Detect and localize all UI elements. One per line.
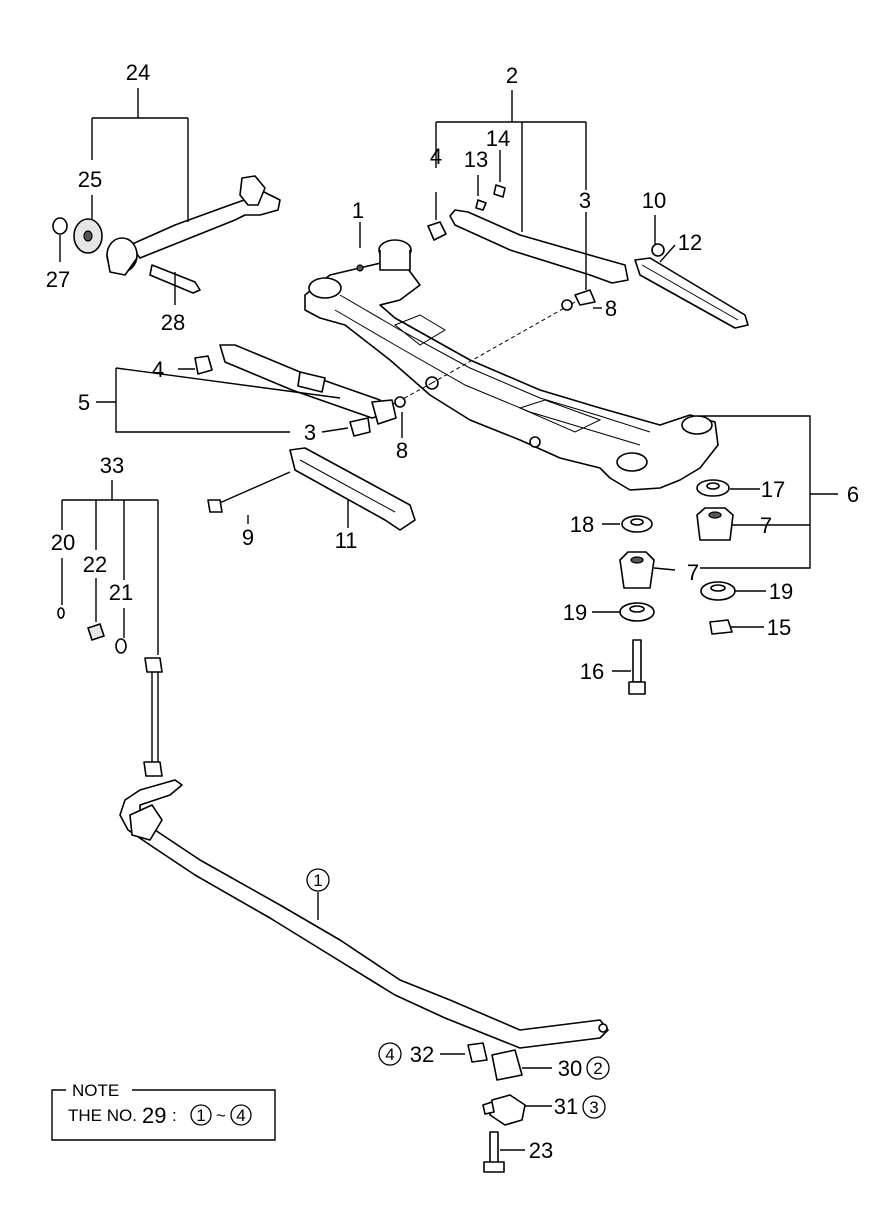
label-11: 11 <box>335 528 358 553</box>
label-25: 25 <box>78 167 102 192</box>
label-3-lower: 3 <box>304 420 316 445</box>
label-24: 24 <box>126 60 150 85</box>
label-33: 33 <box>100 453 124 478</box>
label-16: 16 <box>580 659 604 684</box>
note-colon: : <box>172 1106 177 1125</box>
link-11 <box>207 447 416 531</box>
leader-lines <box>59 88 838 1151</box>
label-7-left: 7 <box>687 560 699 585</box>
label-15: 15 <box>767 615 791 640</box>
circled-label-1: 1 <box>313 871 322 890</box>
link-5 <box>194 344 406 437</box>
label-22: 22 <box>83 552 107 577</box>
label-8-upper: 8 <box>605 296 617 321</box>
note-box: NOTE THE NO. 29 : 1 ~ 4 <box>51 1081 276 1141</box>
label-19-right: 19 <box>769 579 793 604</box>
label-12: 12 <box>678 230 702 255</box>
note-prefix: THE NO. <box>68 1106 137 1125</box>
label-14: 14 <box>486 126 510 151</box>
label-8-lower: 8 <box>396 438 408 463</box>
note-tilde: ~ <box>216 1106 226 1125</box>
label-23: 23 <box>529 1138 553 1163</box>
note-number: 29 <box>142 1103 166 1128</box>
circled-label-2: 2 <box>593 1059 602 1078</box>
label-30: 30 <box>558 1056 582 1081</box>
label-2: 2 <box>506 63 518 88</box>
note-to: 4 <box>236 1106 245 1125</box>
stabilizer-bar <box>119 779 609 1049</box>
part-labels: 24 25 27 28 2 4 13 14 3 10 12 8 1 4 5 3 … <box>46 60 859 1163</box>
mount-bushings <box>619 479 736 695</box>
label-1: 1 <box>352 198 364 223</box>
label-20: 20 <box>51 530 75 555</box>
label-13: 13 <box>464 147 488 172</box>
label-4-lower: 4 <box>152 357 164 382</box>
note-from: 1 <box>196 1106 205 1125</box>
label-32: 32 <box>410 1042 434 1067</box>
stabilizer-link <box>57 607 163 777</box>
label-18: 18 <box>570 512 594 537</box>
label-31: 31 <box>554 1094 578 1119</box>
label-7-right: 7 <box>760 513 772 538</box>
label-28: 28 <box>161 310 185 335</box>
label-19-left: 19 <box>563 600 587 625</box>
label-27: 27 <box>46 267 70 292</box>
label-5: 5 <box>78 390 90 415</box>
label-4-upper: 4 <box>430 144 442 169</box>
upper-lateral-arm-2 <box>427 184 629 311</box>
circled-label-4: 4 <box>385 1045 394 1064</box>
label-9: 9 <box>242 525 254 550</box>
circled-markers <box>190 868 610 1126</box>
trailing-arm-24 <box>52 175 281 294</box>
label-17: 17 <box>761 477 785 502</box>
label-10: 10 <box>642 188 666 213</box>
label-3-upper: 3 <box>579 188 591 213</box>
arm-12 <box>634 243 749 329</box>
label-21: 21 <box>109 580 133 605</box>
clamp-parts <box>467 1042 526 1173</box>
label-6: 6 <box>847 482 859 507</box>
circled-label-3: 3 <box>589 1098 598 1117</box>
note-title: NOTE <box>72 1081 119 1100</box>
crossmember <box>304 239 719 491</box>
